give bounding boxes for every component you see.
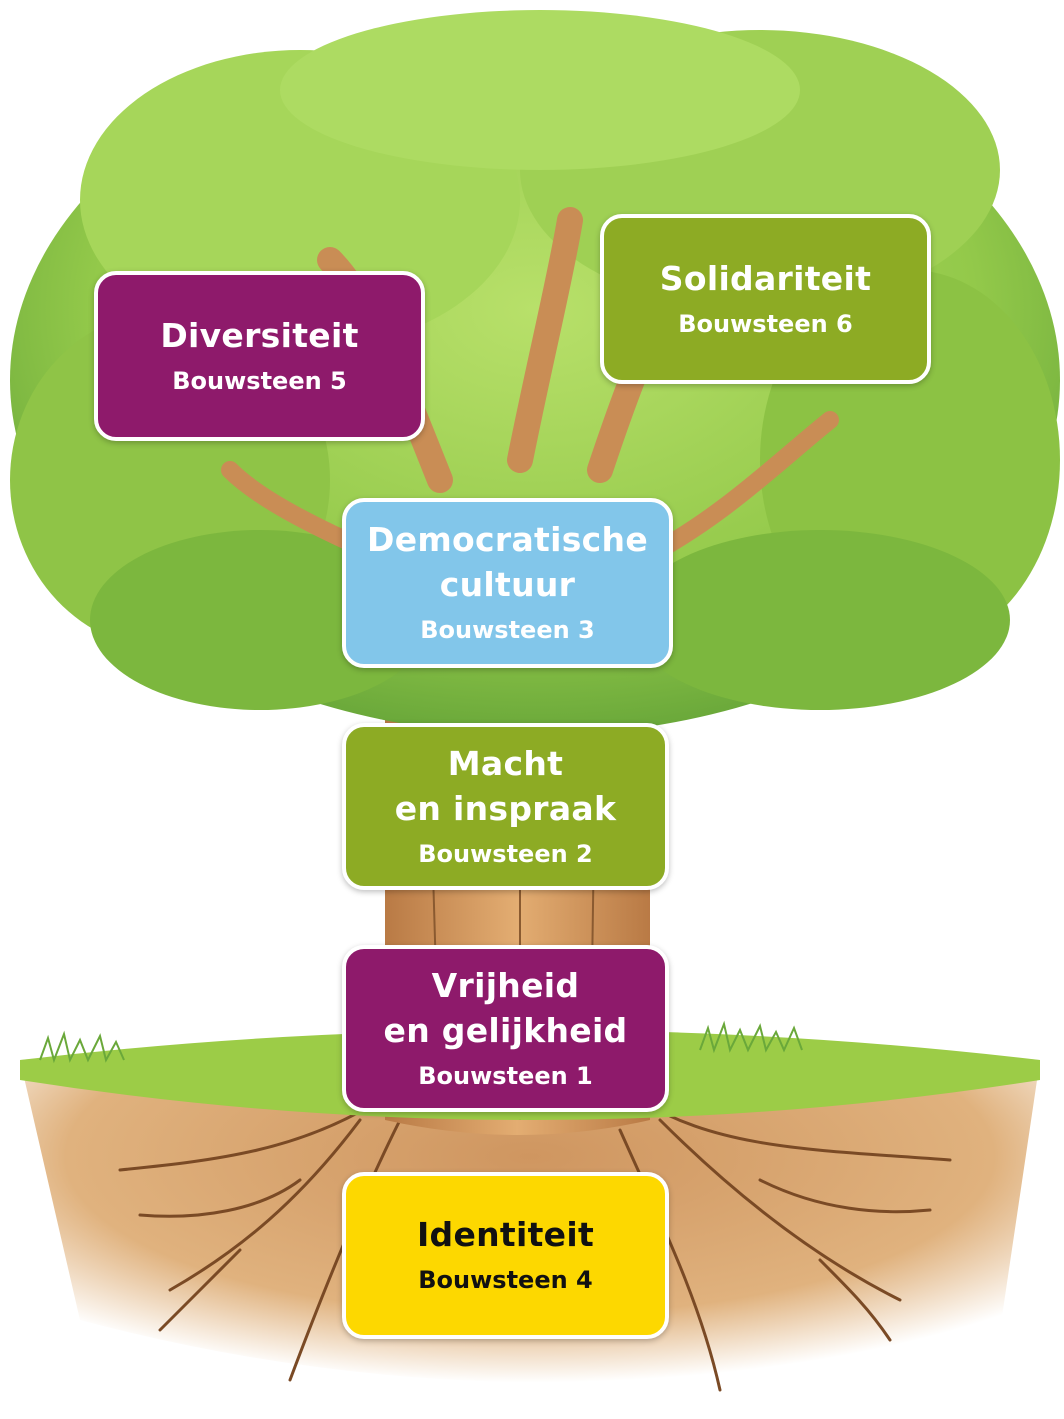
block-title: Identiteit bbox=[416, 1215, 595, 1254]
block-diversiteit: Diversiteit Bouwsteen 5 bbox=[94, 271, 425, 441]
roots bbox=[118, 1098, 952, 1392]
block-subtitle: Bouwsteen 6 bbox=[678, 309, 853, 338]
block-title-line-2: cultuur bbox=[439, 565, 576, 604]
block-subtitle: Bouwsteen 3 bbox=[420, 616, 595, 644]
block-title-line-2: en gelijkheid bbox=[383, 1010, 628, 1050]
block-macht-en-inspraak: Macht en inspraak Bouwsteen 2 bbox=[342, 723, 669, 890]
block-title-line-1: Vrijheid bbox=[431, 965, 580, 1005]
block-vrijheid-en-gelijkheid: Vrijheid en gelijkheid Bouwsteen 1 bbox=[342, 945, 669, 1112]
block-solidariteit: Solidariteit Bouwsteen 6 bbox=[600, 214, 931, 384]
block-subtitle: Bouwsteen 1 bbox=[418, 1061, 593, 1090]
block-title-line-1: Democratische bbox=[367, 520, 648, 559]
block-title-line-1: Macht bbox=[447, 743, 564, 783]
block-democratische-cultuur: Democratische cultuur Bouwsteen 3 bbox=[342, 498, 673, 668]
block-subtitle: Bouwsteen 4 bbox=[418, 1266, 593, 1294]
block-title: Solidariteit bbox=[659, 258, 872, 298]
block-subtitle: Bouwsteen 5 bbox=[172, 366, 347, 395]
block-title-line-2: en inspraak bbox=[394, 788, 617, 828]
block-title: Diversiteit bbox=[160, 315, 359, 355]
block-identiteit: Identiteit Bouwsteen 4 bbox=[342, 1172, 669, 1339]
block-subtitle: Bouwsteen 2 bbox=[418, 839, 593, 868]
